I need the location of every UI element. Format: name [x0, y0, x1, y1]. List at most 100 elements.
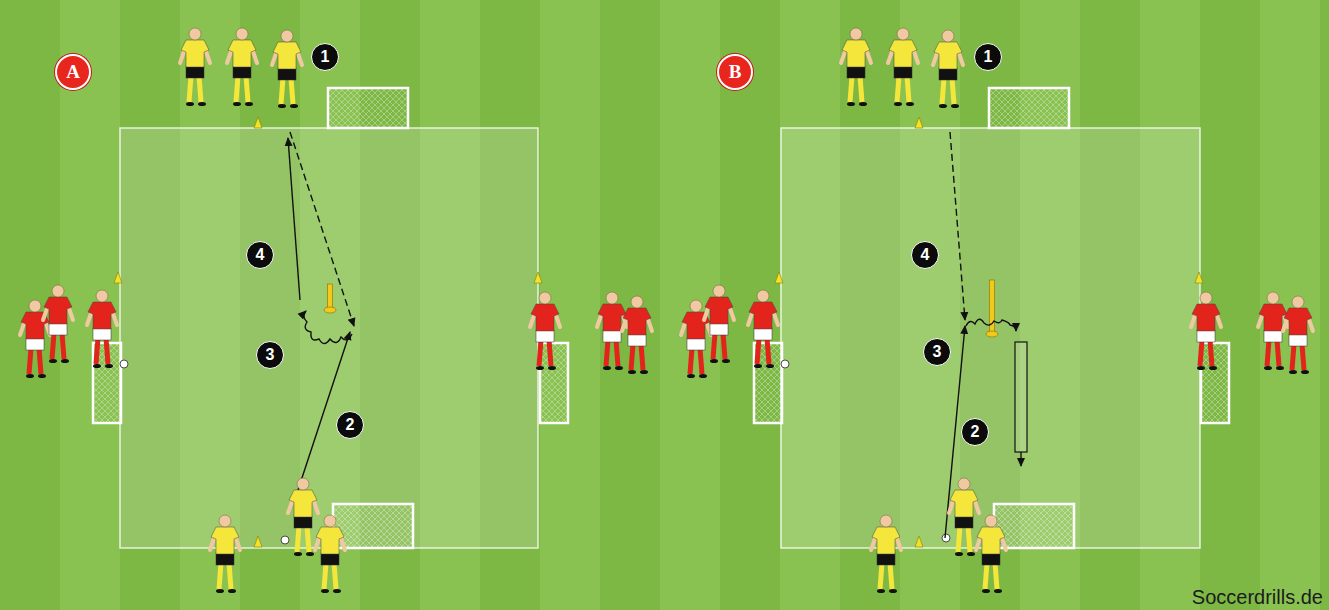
drawing-part [186, 102, 194, 106]
drawing-part [228, 589, 236, 593]
callout-number: 3 [923, 338, 951, 366]
drawing-part [229, 563, 231, 589]
yellow-player [180, 28, 210, 106]
drawing-part [289, 490, 317, 517]
drawing-part [951, 104, 959, 108]
drawing-part [49, 359, 57, 363]
players [20, 28, 1313, 593]
drawing-part [906, 102, 914, 106]
cones [114, 117, 1203, 547]
drawing-part [189, 28, 201, 40]
drawing-part [290, 104, 298, 108]
yellow-player [210, 515, 240, 593]
red-player [43, 285, 73, 363]
drawing-part [722, 359, 730, 363]
drawing-part [628, 334, 646, 346]
red-player [530, 292, 560, 370]
drawing-part [291, 78, 293, 104]
drawing-part [233, 66, 251, 78]
drawing-part [321, 553, 339, 565]
drawing-part [181, 40, 209, 67]
drawing-part [539, 292, 551, 304]
panel-letter: B [717, 54, 753, 90]
drawing-part [699, 374, 707, 378]
marker-cone [254, 117, 262, 128]
drawing-part [294, 552, 302, 556]
pole-base [324, 307, 336, 313]
drawing-part [1301, 370, 1309, 374]
ball [781, 360, 789, 368]
field-area [781, 128, 1200, 548]
goal [540, 343, 568, 423]
drawing-part [198, 102, 206, 106]
drawing-part [687, 374, 695, 378]
drawing-part [939, 68, 957, 80]
drawing-part [236, 76, 238, 102]
drawing-part [1292, 296, 1304, 308]
drawing-part [955, 516, 973, 528]
drawing-part [977, 527, 1005, 554]
drawing-part [548, 366, 556, 370]
drawing-part [623, 308, 651, 335]
drawing-part [1284, 308, 1312, 335]
yellow-player [888, 28, 918, 106]
grass-stripe [1260, 0, 1320, 610]
drawing-part [1192, 304, 1220, 331]
drawing-part [641, 344, 643, 370]
drawing-part [859, 102, 867, 106]
drawing-part [985, 563, 987, 589]
drawing-part [880, 563, 882, 589]
drawing-part [603, 366, 611, 370]
drawing-part [216, 553, 234, 565]
marker-cone [1195, 272, 1203, 283]
callout-number: 3 [256, 341, 284, 369]
drawing-part [281, 78, 283, 104]
drawing-part [615, 366, 623, 370]
red-player [1283, 296, 1313, 374]
yellow-player [272, 30, 302, 108]
drawing-part [757, 290, 769, 302]
drawing-part [306, 552, 314, 556]
drawing-part [850, 76, 852, 102]
drawing-part [1200, 340, 1202, 366]
drawing-part [766, 364, 774, 368]
drawing-part [88, 302, 116, 329]
marker-cone [114, 272, 122, 283]
drawing-part [710, 359, 718, 363]
drawing-part [889, 40, 917, 67]
drawing-part [934, 42, 962, 69]
drawing-part [61, 359, 69, 363]
drawing-part [985, 515, 997, 527]
drawing-part [324, 563, 326, 589]
drawing-part [1277, 340, 1279, 366]
red-player [20, 300, 50, 378]
drawing-part [105, 364, 113, 368]
drawing-part [967, 552, 975, 556]
drawing-part [189, 76, 191, 102]
red-player [704, 285, 734, 363]
drawing-part [1197, 330, 1215, 342]
drawing-part [690, 348, 692, 374]
drawing-part [1200, 292, 1212, 304]
drawing-part [907, 76, 909, 102]
yellow-player [933, 30, 963, 108]
drawing-part [96, 338, 98, 364]
drawing-part [982, 553, 1000, 565]
drawing-part [1264, 366, 1272, 370]
drawing-part [1267, 292, 1279, 304]
drawing-part [236, 28, 248, 40]
marker-cone [775, 272, 783, 283]
drawing-part [713, 333, 715, 359]
drawing-part [705, 297, 733, 324]
yellow-player [841, 28, 871, 106]
drawing-part [106, 338, 108, 364]
drawing-part [958, 478, 970, 490]
drawing-part [52, 333, 54, 359]
drawing-part [872, 527, 900, 554]
drawing-part [606, 340, 608, 366]
drawing-part [278, 104, 286, 108]
drawing-part [723, 333, 725, 359]
goal [1201, 343, 1229, 423]
drawing-part [982, 589, 990, 593]
